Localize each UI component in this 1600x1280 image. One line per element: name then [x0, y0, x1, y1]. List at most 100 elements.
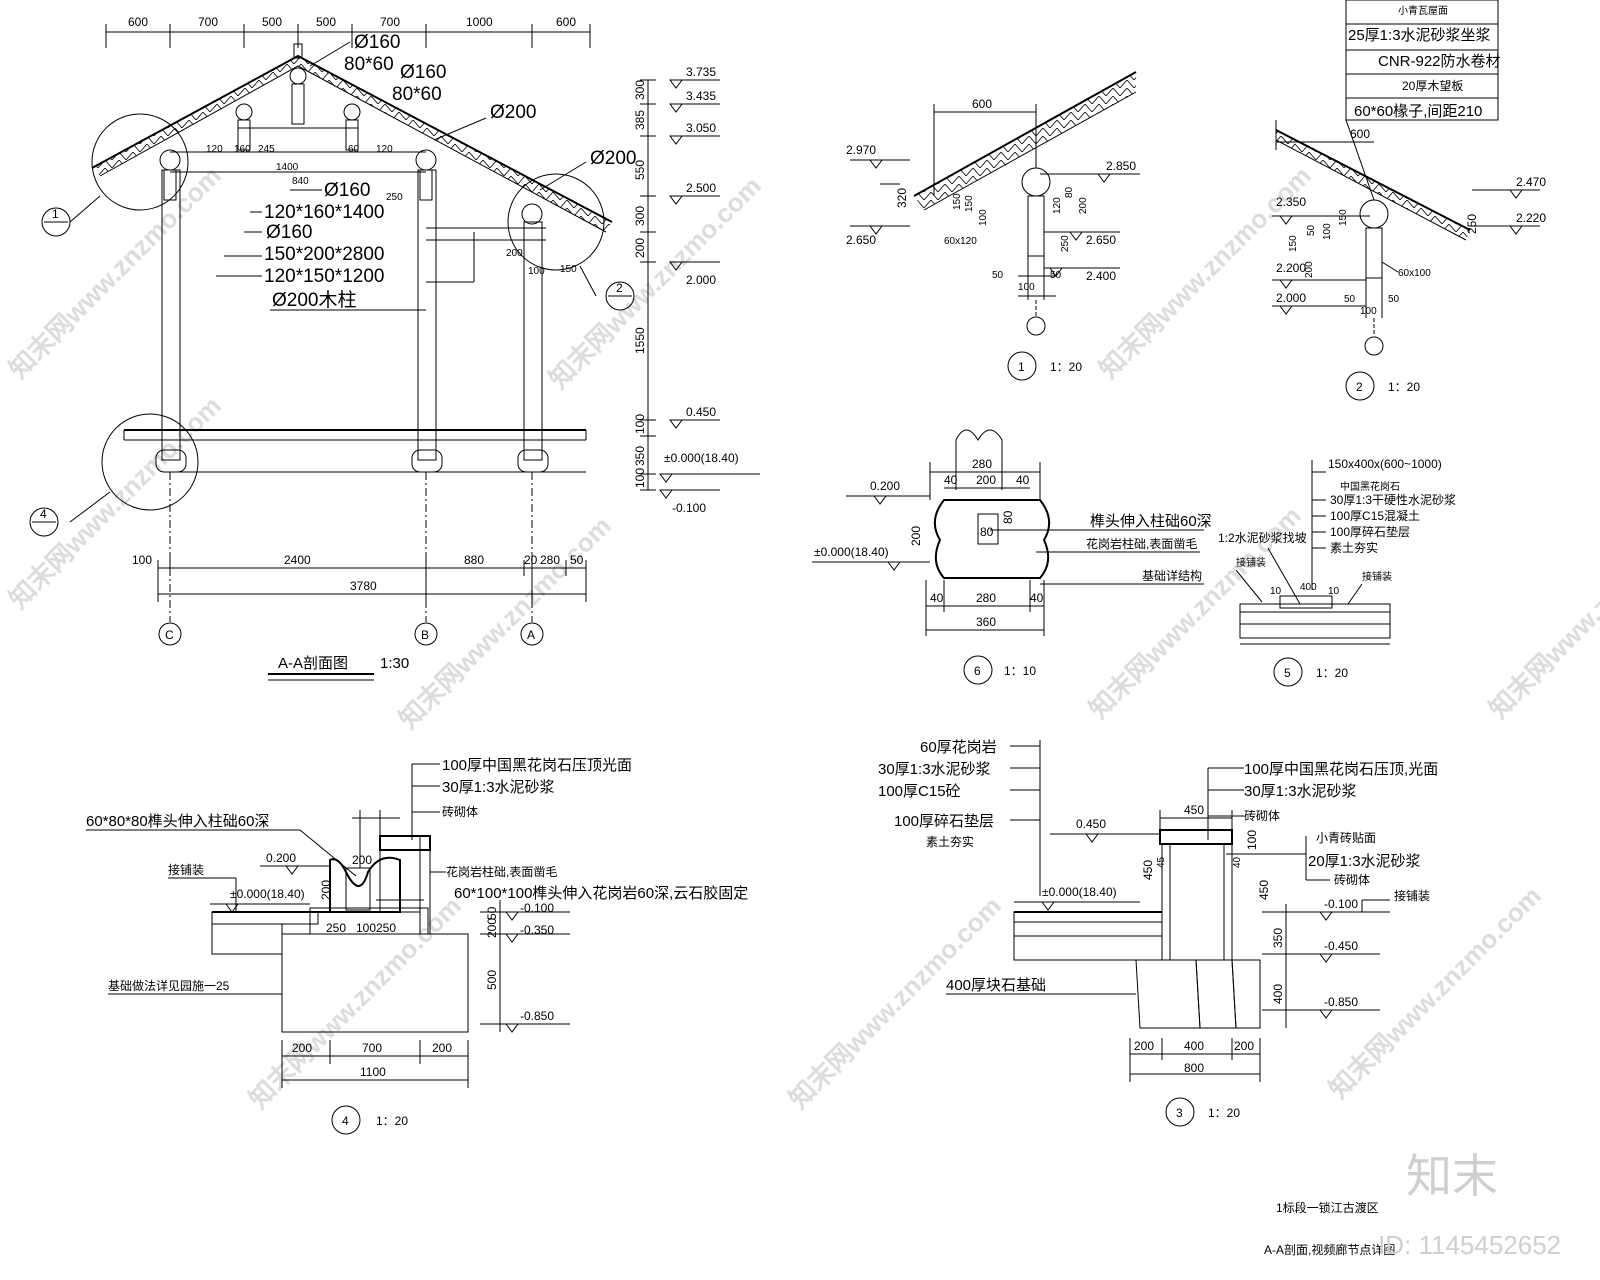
dim-label: 200: [976, 473, 996, 487]
logo-text: 知末: [1406, 1149, 1498, 1203]
dim-label: 300: [633, 80, 647, 100]
elevation-label: -0.100: [520, 901, 554, 915]
dim-label: 150: [1338, 209, 1349, 226]
dim-label: 50: [992, 270, 1004, 281]
note: 砖砌体: [442, 804, 478, 819]
elevation-label: -0.850: [520, 1009, 554, 1023]
layer-label: CNR-922防水卷材: [1378, 53, 1501, 70]
axis-label: C: [165, 628, 174, 642]
dim-label: 100: [528, 266, 545, 277]
layer-label: 中国黑花岗石: [1340, 480, 1400, 493]
dim-label: 245: [258, 144, 275, 155]
elevation-label: 3.050: [686, 121, 716, 135]
detail-scale: 1：20: [1316, 666, 1348, 680]
elevation-label: 0.200: [870, 479, 900, 493]
dim-label: 280: [976, 591, 996, 605]
elevation-label: 0.450: [686, 405, 716, 419]
elevation-label: 2.200: [1276, 261, 1306, 275]
watermark-text: 知末网www.znzmo.com: [1323, 880, 1547, 1104]
dim-label: 200: [1234, 1039, 1254, 1053]
detail-4: 200 200 250 100 250 50 200 500 200 700 2…: [86, 757, 748, 1135]
dim-label: 100: [633, 468, 647, 488]
dim-label: 450: [1141, 860, 1155, 880]
right-dim-ticks: [640, 79, 656, 491]
elevation-label: 2.650: [1086, 233, 1116, 247]
member-label: Ø160: [324, 180, 370, 201]
dim-label: 200: [1304, 261, 1315, 278]
elevation-label: 2.470: [1516, 175, 1546, 189]
note: 接铺装: [1362, 570, 1392, 583]
dim-label: 160: [234, 144, 251, 155]
dim-label: 1400: [276, 162, 299, 173]
detail-callout-circle: [91, 113, 189, 211]
elevation-label: -0.100: [672, 501, 706, 515]
dim-label: 500: [316, 15, 336, 29]
sheet-title: A-A剖面,视频廊节点详图: [1264, 1242, 1395, 1257]
section-title: A-A剖面图: [278, 655, 348, 672]
note: 素土夯实: [926, 834, 974, 849]
note: 砖砌体: [1244, 808, 1280, 823]
dim-label: 385: [633, 110, 647, 130]
detail-number: 3: [1176, 1106, 1183, 1120]
elevation-label: 0.200: [266, 851, 296, 865]
dim-label: 40: [1030, 591, 1044, 605]
member-label: 120*160*1400: [264, 202, 384, 223]
layer-label: 100厚C15混凝土: [1330, 508, 1420, 523]
dim-label: 200: [319, 880, 333, 900]
elevation-markers: 3.735 3.435 3.050 2.500 2.000 0.450 ±0.0…: [659, 65, 760, 515]
detail-badge: [1345, 371, 1375, 401]
layer-label: 60*60椽子,间距210: [1354, 103, 1482, 120]
detail-badge: [1007, 351, 1037, 381]
elevation-label: -0.450: [1324, 939, 1358, 953]
dim-label: 150: [964, 195, 975, 212]
dim-label: 40: [1232, 856, 1243, 868]
dim-label: 50: [485, 906, 499, 920]
dim-label: 1550: [633, 327, 647, 354]
dim-label: 150: [952, 193, 963, 210]
note: 30厚1:3水泥砂浆: [1244, 782, 1357, 800]
axis-bubble: [158, 622, 182, 646]
roof: [91, 43, 613, 233]
detail-badge: [331, 1105, 361, 1135]
dim-label: 150: [1288, 235, 1299, 252]
dim-label: 60: [348, 144, 360, 155]
dim-label: 700: [198, 15, 218, 29]
dim-label: 350: [1271, 928, 1285, 948]
dim-label: 360: [976, 615, 996, 629]
note: 基础做法详见园施一25: [108, 978, 230, 993]
dim-label: 200: [633, 238, 647, 258]
dim-label: 600: [1350, 127, 1370, 141]
elevation-label: 2.500: [686, 181, 716, 195]
detail-ref: 2: [616, 281, 623, 295]
elevation-label: 2.970: [846, 143, 876, 157]
layer-label: 100厚碎石垫层: [1330, 524, 1410, 539]
note: 30厚1:3水泥砂浆: [878, 760, 991, 778]
dim-label: 100: [356, 921, 376, 935]
layer-label: 30厚1:3干硬性水泥砂浆: [1330, 492, 1456, 507]
note: 150x400x(600~1000): [1328, 457, 1442, 471]
dim-label: 250: [326, 921, 346, 935]
dim-label: 400: [1271, 984, 1285, 1004]
section-scale: 1:30: [380, 655, 409, 672]
note: 30厚1:3水泥砂浆: [442, 778, 555, 796]
detail-1: 600 320 150 150 100 120 80 200 250 50 10…: [846, 71, 1140, 381]
detail-5: 150x400x(600~1000) 中国黑花岗石 30厚1:3干硬性水泥砂浆 …: [1218, 457, 1456, 687]
detail-scale: 1：20: [1388, 380, 1420, 394]
elevation-label: 2.220: [1516, 211, 1546, 225]
watermark-text: 知末网www.znzmo.com: [3, 160, 227, 384]
dim-label: 120: [206, 144, 223, 155]
elevation-label: 2.650: [846, 233, 876, 247]
member-label: Ø200: [490, 102, 536, 123]
elevation-label: 3.735: [686, 65, 716, 79]
dim-label: 200: [506, 248, 523, 259]
dim-label: 50: [1388, 294, 1400, 305]
detail-2: 小青瓦屋面 25厚1:3水泥砂浆坐浆 CNR-922防水卷材 20厚木望板 60…: [1272, 0, 1546, 401]
title-block: 1标段一锁江古渡区 A-A剖面,视频廊节点详图: [1264, 1200, 1395, 1257]
dim-label: 200: [485, 918, 499, 938]
dim-label: 120: [376, 144, 393, 155]
axis-label: B: [421, 628, 429, 642]
note: 60*100*100榫头伸入花岗岩60深,云石胶固定: [454, 885, 748, 902]
dim-label: 450: [1184, 803, 1204, 817]
dim-label: 100: [978, 209, 989, 226]
elevation-label: 2.000: [686, 273, 716, 287]
